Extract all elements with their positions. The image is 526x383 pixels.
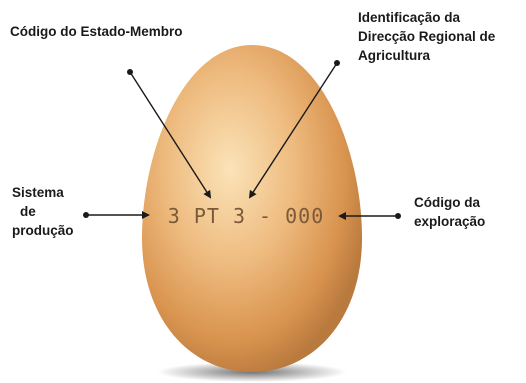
egg-shape: [142, 45, 362, 372]
label-line: Identificação da: [358, 10, 461, 25]
arrow-regional-direction: [248, 62, 338, 199]
arrow-member-state: [129, 71, 212, 199]
label-production-system: Sistema de produção: [12, 183, 74, 240]
arrow-dot-regional-direction: [334, 60, 340, 66]
label-line: Direcção Regional de: [358, 29, 496, 44]
label-line: exploração: [414, 214, 486, 229]
label-line: Código da: [414, 195, 480, 210]
label-line: produção: [12, 223, 74, 238]
label-regional-direction: Identificação da Direcção Regional de Ag…: [358, 8, 495, 65]
arrow-dot-farm-code: [395, 213, 401, 219]
label-line: Código do Estado-Membro: [10, 24, 183, 39]
arrow-dot-production-system: [83, 212, 89, 218]
label-line: Sistema: [12, 185, 64, 200]
egg-stamp-code: 3 PT 3 - 000: [168, 204, 325, 228]
label-member-state: Código do Estado-Membro: [10, 22, 183, 41]
label-line: Agricultura: [358, 48, 431, 63]
label-line: de: [20, 204, 36, 219]
label-farm-code: Código da exploração: [414, 193, 485, 231]
arrow-dot-member-state: [127, 69, 133, 75]
